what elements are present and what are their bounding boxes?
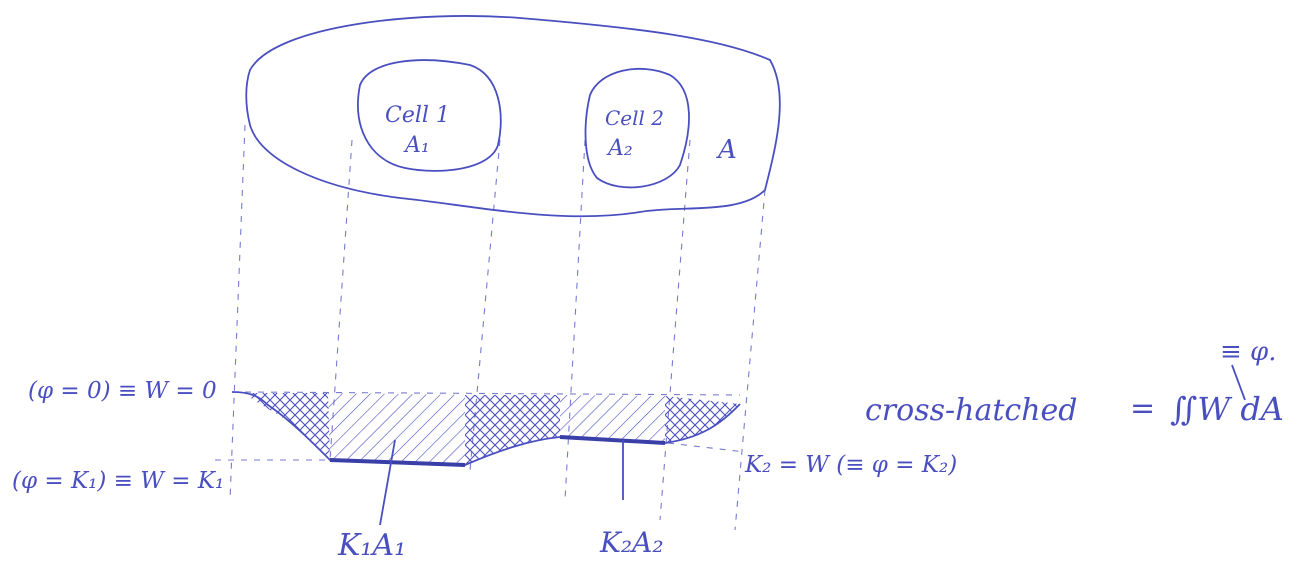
level-zero-label: (φ = 0) ≡ W = 0 [28, 378, 217, 404]
cell1-area: A₁ [403, 133, 430, 158]
hatch-cell2-region [560, 395, 665, 443]
cell2-area: A₂ [606, 136, 633, 161]
cell2-name: Cell 2 [605, 106, 664, 130]
integral-label: ∬W dA [1170, 390, 1284, 428]
w-curve [231, 391, 741, 466]
phi-annotation: ≡ φ. [1220, 337, 1277, 367]
crosshatch-right [665, 396, 740, 443]
hatch-cell1-region [328, 393, 465, 465]
region-a-label: A [716, 135, 737, 165]
level-k1-label: (φ = K₁) ≡ W = K₁ [12, 468, 224, 494]
k2-level-segment [559, 435, 666, 445]
k1a1-label: K₁A₁ [337, 528, 406, 563]
cell1-name: Cell 1 [385, 103, 450, 128]
equals-sign: = [1130, 391, 1155, 426]
crosshatch-left [245, 393, 330, 460]
k1-level-segment [329, 458, 466, 467]
k1a1-pointer [379, 439, 396, 526]
k2a2-label: K₂A₂ [599, 526, 664, 559]
level-k2-label: K₂ = W (≡ φ = K₂) [744, 452, 957, 478]
region-a-outline [245, 15, 781, 218]
crosshatch-middle [465, 395, 560, 465]
projection-lines [215, 124, 766, 531]
cell2-outline [584, 68, 690, 189]
crosshatched-label: cross-hatched [865, 393, 1077, 428]
cell1-outline [357, 59, 502, 172]
phi-arrow [1231, 364, 1246, 401]
